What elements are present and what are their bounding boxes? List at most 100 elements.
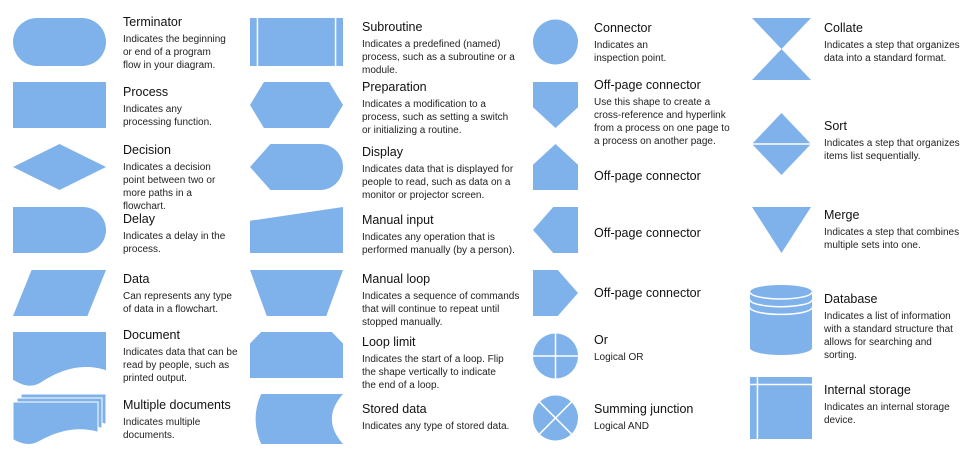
symbol-description: Use this shape to create a cross-referen… xyxy=(594,97,730,147)
symbol-description: Indicates a delay in the process. xyxy=(123,231,226,255)
display-shape-icon xyxy=(250,144,343,190)
stored-data-shape-icon xyxy=(250,394,343,444)
symbol-description: Indicates the start of a loop. Flip the … xyxy=(362,354,504,391)
symbol-title: Off-page connector xyxy=(594,226,701,240)
symbol-title: Stored data xyxy=(362,402,427,416)
symbol-title: Summing junction xyxy=(594,402,694,416)
symbol-title: Connector xyxy=(594,21,652,35)
symbol-title: Manual loop xyxy=(362,272,431,286)
off-page-connector-right-shape-icon xyxy=(533,270,578,316)
symbol-title: Data xyxy=(123,272,150,286)
off-page-connector-up-text: Off-page connector xyxy=(594,169,724,184)
merge-shape-icon xyxy=(752,207,811,253)
process-shape-icon xyxy=(13,82,106,128)
multiple-documents-shape-icon xyxy=(12,393,107,446)
symbol-title: Merge xyxy=(824,208,860,222)
symbol-description: Indicates a predefined (named) process, … xyxy=(362,39,515,76)
summing-junction-shape-icon xyxy=(533,394,578,442)
symbol-title: Collate xyxy=(824,21,863,35)
symbol-description: Indicates an internal storage device. xyxy=(824,402,950,426)
internal-storage-shape-icon xyxy=(750,377,812,439)
symbol-title: Preparation xyxy=(362,80,427,94)
loop-limit-shape-icon xyxy=(250,332,343,378)
symbol-description: Indicates a sequence of commands that wi… xyxy=(362,291,520,328)
symbol-title: Or xyxy=(594,333,608,347)
symbol-title: Off-page connector xyxy=(594,169,701,183)
symbol-description: Indicates a list of information with a s… xyxy=(824,311,953,361)
symbol-title: Manual input xyxy=(362,213,434,227)
database-shape-icon xyxy=(749,285,813,355)
symbol-title: Database xyxy=(824,292,878,306)
symbol-description: Indicates a decision point between two o… xyxy=(123,162,216,212)
symbol-description: Indicates the beginning or end of a prog… xyxy=(123,34,226,71)
symbol-description: Indicates multiple documents. xyxy=(123,417,201,441)
symbol-description: Indicates any type of stored data. xyxy=(362,421,510,432)
symbol-title: Internal storage xyxy=(824,383,911,397)
subroutine-shape-icon xyxy=(250,18,343,66)
off-page-connector-up-shape-icon xyxy=(533,144,578,190)
manual-input-shape-icon xyxy=(250,207,343,253)
symbol-title: Loop limit xyxy=(362,335,416,349)
or-shape-icon xyxy=(533,332,578,380)
symbol-description: Indicates a step that combines multiple … xyxy=(824,227,960,251)
symbol-title: Process xyxy=(123,85,169,99)
symbol-title: Off-page connector xyxy=(594,78,701,92)
collate-shape-icon xyxy=(752,18,811,80)
symbol-title: Subroutine xyxy=(362,20,423,34)
terminator-shape-icon xyxy=(13,18,106,66)
sort-shape-icon xyxy=(752,113,811,175)
symbol-title: Display xyxy=(362,145,403,159)
off-page-connector-down-shape-icon xyxy=(533,82,578,128)
symbol-description: Indicates a step that organizes data int… xyxy=(824,40,960,64)
data-shape-icon xyxy=(13,270,106,316)
symbol-description: Indicates data that can be read by peopl… xyxy=(123,347,238,384)
preparation-shape-icon xyxy=(250,82,343,128)
off-page-connector-left-shape-icon xyxy=(533,207,578,253)
symbol-description: Logical AND xyxy=(594,421,650,432)
symbol-title: Off-page connector xyxy=(594,286,701,300)
symbol-title: Delay xyxy=(123,212,155,226)
symbol-title: Document xyxy=(123,328,180,342)
symbol-description: Indicates a step that organizes items li… xyxy=(824,138,960,162)
symbol-description: Logical OR xyxy=(594,352,644,363)
symbol-description: Indicates a modification to a process, s… xyxy=(362,99,509,136)
symbol-description: Indicates any operation that is performe… xyxy=(362,232,515,256)
manual-loop-shape-icon xyxy=(250,270,343,316)
symbol-title: Multiple documents xyxy=(123,398,231,412)
off-page-connector-left-text: Off-page connector xyxy=(594,226,724,241)
symbol-title: Decision xyxy=(123,143,171,157)
document-shape-icon xyxy=(13,332,106,386)
decision-shape-icon xyxy=(13,144,106,190)
connector-shape-icon xyxy=(533,18,578,66)
symbol-description: Indicates any processing function. xyxy=(123,104,212,128)
symbol-description: Indicates data that is displayed for peo… xyxy=(362,164,514,201)
symbol-description: Indicates an inspection point. xyxy=(594,40,667,64)
symbol-title: Sort xyxy=(824,119,847,133)
symbol-description: Can represents any type of data in a flo… xyxy=(123,291,232,315)
symbol-title: Terminator xyxy=(123,15,183,29)
off-page-connector-right-text: Off-page connector xyxy=(594,286,724,301)
